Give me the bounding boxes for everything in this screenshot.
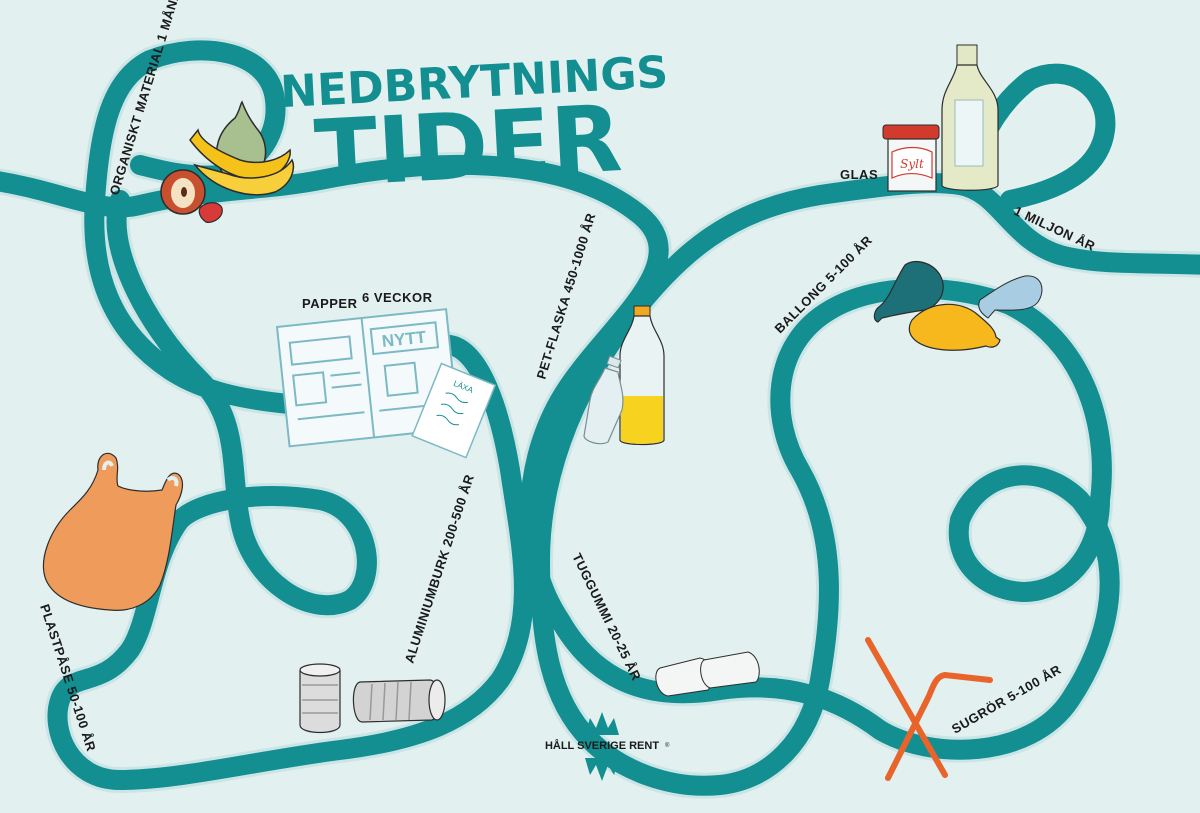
plastic-bag-icon (42, 452, 184, 611)
winding-path (0, 37, 1200, 799)
label-paper: PAPPER (302, 296, 358, 311)
chewing-gum-icon (655, 651, 760, 697)
balloon-icon (873, 261, 1043, 351)
newspaper-headline: NYTT (381, 327, 428, 351)
pet-bottle-icon (583, 305, 665, 446)
title-line-2: TIDER (312, 85, 624, 208)
jar-label: Sylt (900, 157, 924, 171)
brand-name: HÅLL SVERIGE RENT (545, 739, 659, 752)
poster-title: NEDBRYTNINGS TIDER (279, 47, 669, 208)
label-paper-time: 6 VECKOR (362, 290, 433, 305)
glass-jar-icon: Sylt (882, 44, 999, 192)
label-aluminium: ALUMINIUMBURK 200-500 ÅR (402, 472, 477, 665)
brand-registered-mark: ® (665, 742, 670, 749)
note-icon: LÄXA (411, 362, 497, 459)
label-glass: GLAS (840, 167, 878, 182)
straw-icon (865, 637, 993, 781)
road (0, 154, 1200, 796)
aluminium-can-icon (299, 663, 446, 734)
brand-logo: HÅLL SVERIGE RENT ® (545, 712, 670, 781)
fruit-icon (160, 100, 295, 223)
